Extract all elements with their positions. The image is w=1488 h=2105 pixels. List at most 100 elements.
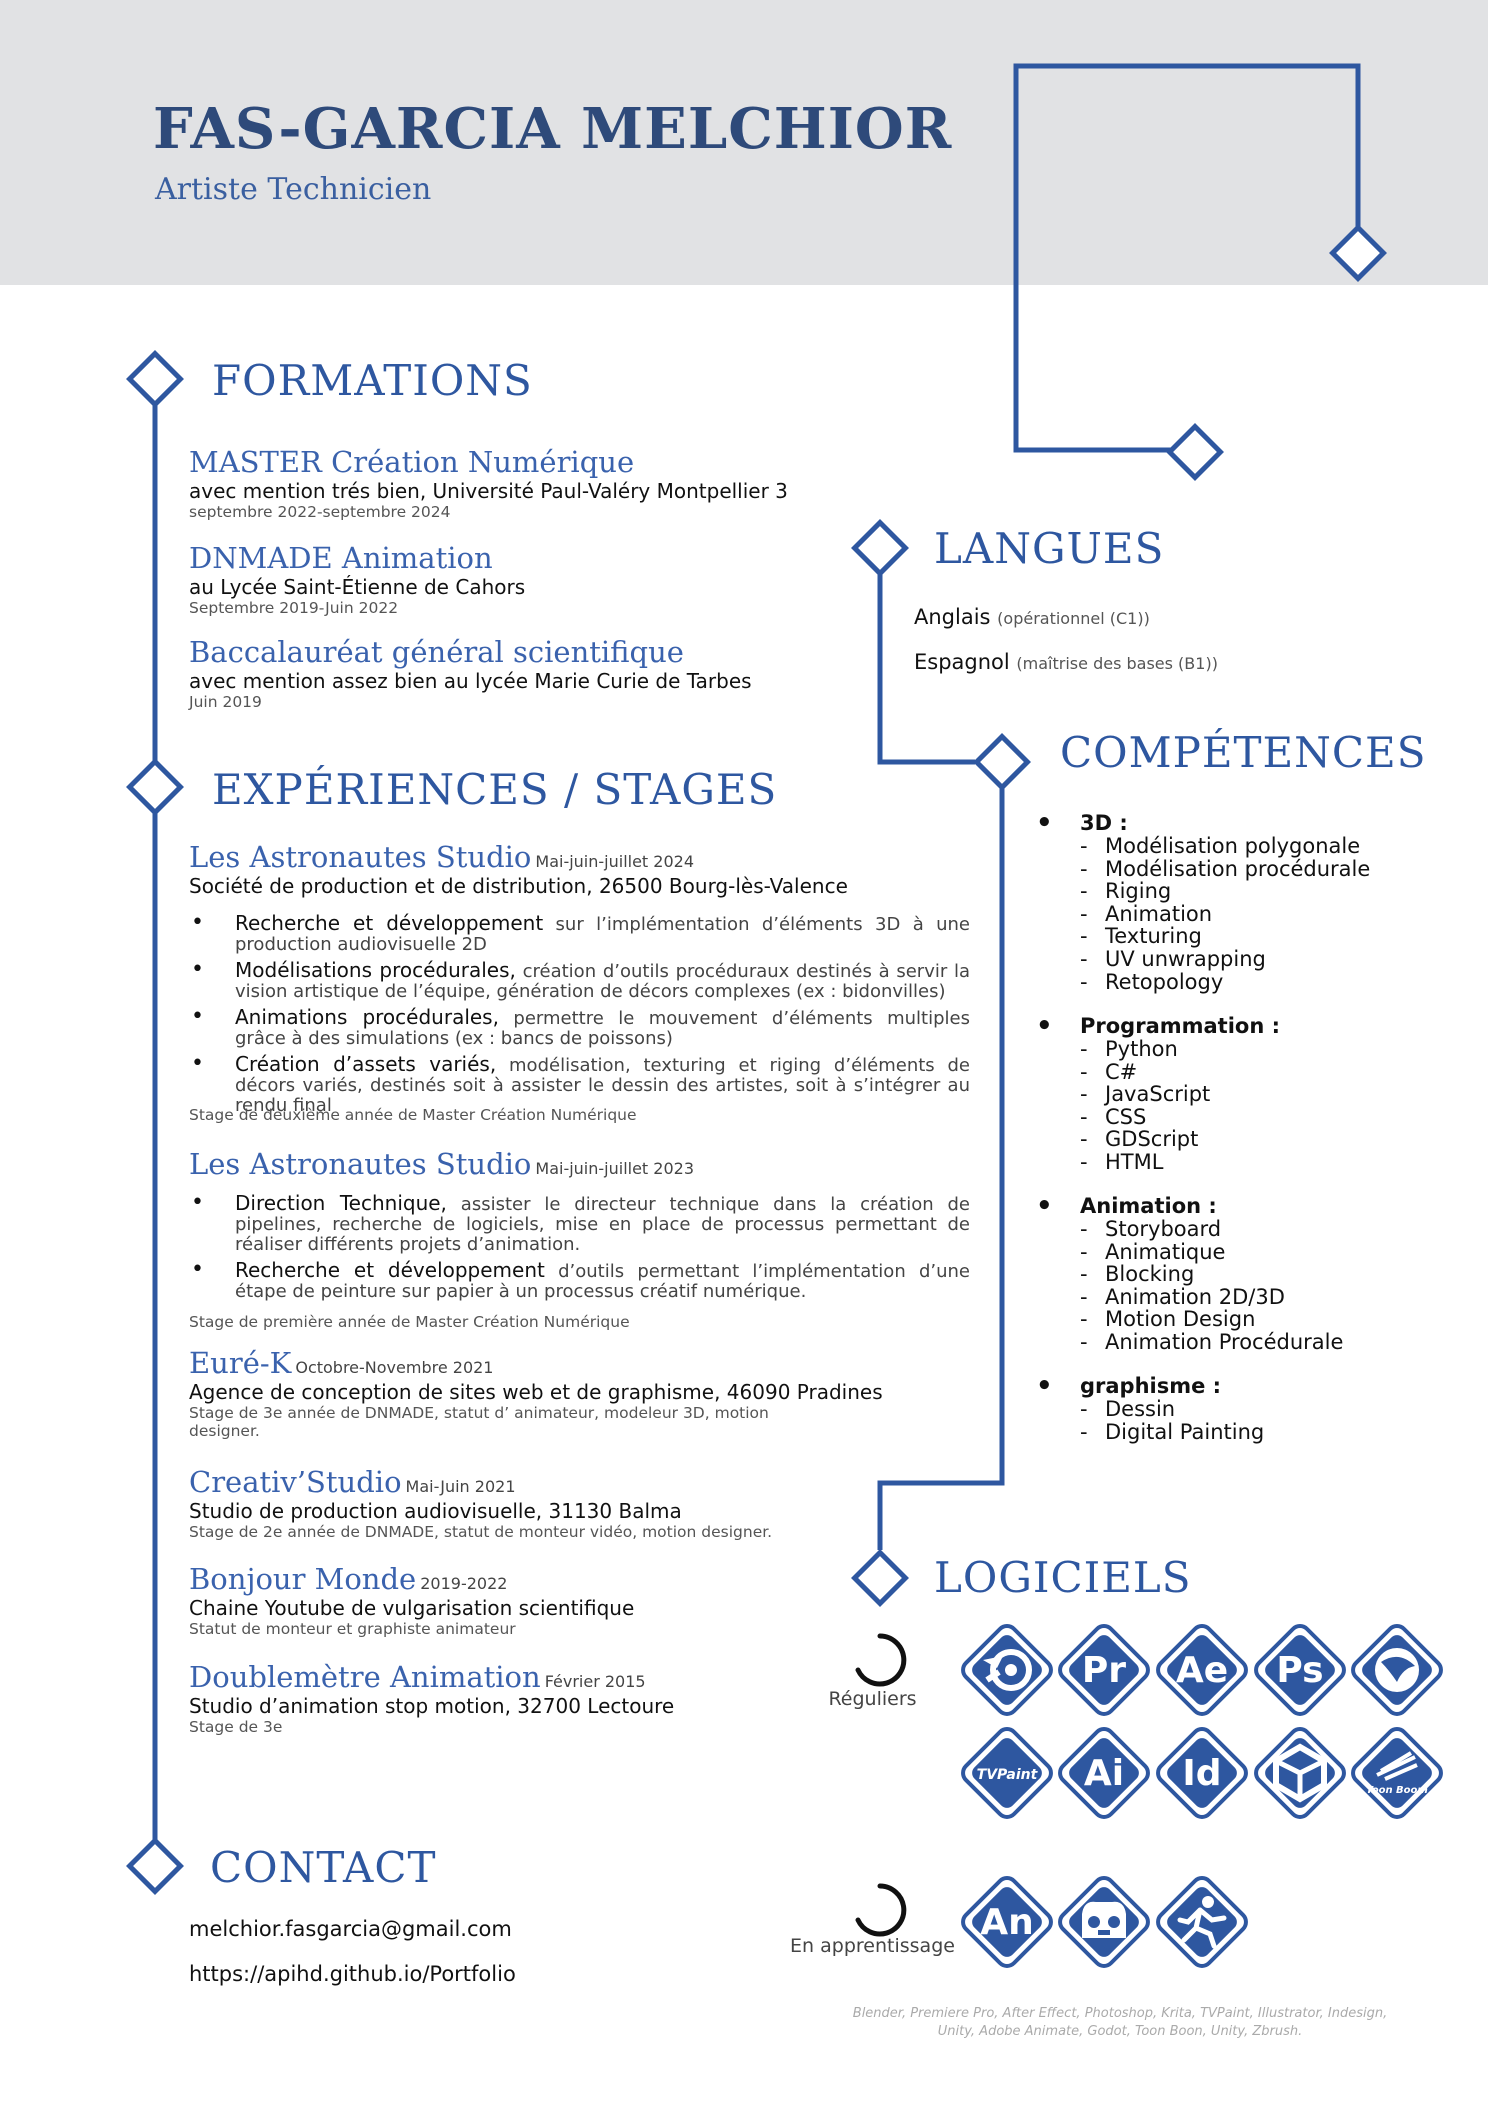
skill-item: Animation <box>1080 903 1370 926</box>
footnote-line: Blender, Premiere Pro, After Effect, Pho… <box>852 2006 1388 2021</box>
experience-note: Stage de 3e <box>189 1718 283 1736</box>
photoshop-label: Ps <box>1276 1650 1323 1691</box>
formation-title: Baccalauréat général scientifique <box>189 635 684 669</box>
experience-bullets: •Recherche et développement sur l’implém… <box>191 910 971 1116</box>
formation-date: Juin 2019 <box>189 693 262 711</box>
loading-circle-icon <box>855 1883 907 1937</box>
tvpaint-label: TVPaint <box>977 1767 1039 1783</box>
skill-item: GDScript <box>1080 1128 1280 1151</box>
contact-email[interactable]: melchior.fasgarcia@gmail.com <box>189 1917 512 1941</box>
bullet-item: •Animations procédurales, permettre le m… <box>191 1004 970 1049</box>
experience-note: designer. <box>189 1422 260 1440</box>
language-level: (maîtrise des bases (B1)) <box>1016 654 1218 673</box>
experience-note: Stage de 3e année de DNMADE, statut d’ a… <box>189 1404 769 1422</box>
adobe-animate-label: An <box>980 1902 1034 1943</box>
logiciels-title: LOGICIELS <box>934 1553 1192 1602</box>
experiences-diamond <box>126 758 184 816</box>
bullet-item: •Recherche et développement sur l’implém… <box>191 910 970 955</box>
skill-group-3d: •3D : Modélisation polygonale Modélisati… <box>1036 808 1370 994</box>
toon-boom-icon: Toon Boom <box>1351 1727 1443 1819</box>
company-name: Euré-K <box>189 1346 292 1380</box>
contact-website[interactable]: https://apihd.github.io/Portfolio <box>189 1962 516 1986</box>
skill-item: Texturing <box>1080 925 1370 948</box>
bullet-item: •Direction Technique, assister le direct… <box>191 1190 970 1255</box>
language-item: Espagnol (maîtrise des bases (B1)) <box>914 650 1218 674</box>
langues-diamond <box>851 519 909 577</box>
apprentissage-label: En apprentissage <box>790 1935 955 1957</box>
skill-item: Retopology <box>1080 970 1370 994</box>
photo-diamond-bottom <box>1166 423 1224 481</box>
reguliers-label: Réguliers <box>828 1688 917 1710</box>
experience-note: Stage de première année de Master Créati… <box>189 1313 630 1331</box>
contact-title: CONTACT <box>210 1843 437 1892</box>
language-name: Espagnol <box>914 650 1010 674</box>
skill-item: CSS <box>1080 1106 1280 1129</box>
experience-date: Octobre-Novembre 2021 <box>295 1358 494 1377</box>
formation-detail: avec mention trés bien, Université Paul-… <box>189 479 788 503</box>
experience-note: Statut de monteur et graphiste animateur <box>189 1620 516 1638</box>
language-item: Anglais (opérationnel (C1)) <box>914 605 1150 629</box>
indesign-icon: Id <box>1156 1727 1248 1819</box>
skill-item: Motion Design <box>1080 1308 1343 1331</box>
person-name: FAS-GARCIA MELCHIOR <box>153 96 953 162</box>
tvpaint-icon: TVPaint <box>961 1727 1053 1819</box>
software-footnote: Blender, Premiere Pro, After Effect, Pho… <box>830 2005 1410 2041</box>
skill-item: JavaScript <box>1080 1083 1280 1106</box>
company-name: Creativ’Studio <box>189 1465 402 1499</box>
indesign-label: Id <box>1182 1753 1221 1794</box>
skill-item: UV unwrapping <box>1080 948 1370 971</box>
premiere-pro-label: Pr <box>1082 1650 1126 1691</box>
skill-group-programmation: •Programmation : Python C# JavaScript CS… <box>1036 1011 1280 1174</box>
skill-item: Riging <box>1080 880 1370 903</box>
skill-group-graphisme: •graphisme : Dessin Digital Painting <box>1036 1371 1264 1443</box>
experience-bullets: •Direction Technique, assister le direct… <box>191 1190 970 1303</box>
formation-detail: avec mention assez bien au lycée Marie C… <box>189 669 752 693</box>
photo-diamond-top <box>1329 224 1387 282</box>
header-band <box>0 0 1488 285</box>
company-name: Les Astronautes Studio <box>189 1147 532 1181</box>
krita-icon <box>1351 1624 1443 1716</box>
illustrator-label: Ai <box>1084 1753 1124 1794</box>
zbrush-icon <box>1156 1876 1248 1968</box>
experience-detail: Studio de production audiovisuelle, 3113… <box>189 1499 682 1523</box>
premiere-pro-icon: Pr <box>1058 1624 1150 1716</box>
toon-boom-label: Toon Boom <box>1366 1785 1428 1796</box>
formation-detail: au Lycée Saint-Étienne de Cahors <box>189 575 526 599</box>
experience-date: 2019-2022 <box>420 1574 508 1593</box>
skill-group-label: •Programmation : <box>1036 1011 1280 1041</box>
skill-item: Storyboard <box>1080 1218 1343 1241</box>
illustrator-icon: Ai <box>1058 1727 1150 1819</box>
experience-detail: Studio d’animation stop motion, 32700 Le… <box>189 1694 675 1718</box>
formations-diamond <box>126 350 184 408</box>
job-title: Artiste Technicien <box>155 172 432 207</box>
skill-group-animation: •Animation : Storyboard Animatique Block… <box>1036 1191 1343 1354</box>
formation-item: DNMADE Animation au Lycée Saint-Étienne … <box>189 541 525 617</box>
bullet-item: •Modélisations procédurales, création d’… <box>191 957 971 1002</box>
unity-icon <box>1254 1727 1346 1819</box>
experience-date: Mai-juin-juillet 2024 <box>535 852 695 871</box>
skill-group-label: •Animation : <box>1036 1191 1217 1221</box>
skill-item: C# <box>1080 1060 1280 1084</box>
formation-item: Baccalauréat général scientifique avec m… <box>189 635 752 711</box>
skill-item: Python <box>1080 1038 1280 1061</box>
experience-note: Stage de 2e année de DNMADE, statut de m… <box>189 1523 773 1541</box>
formation-date: Septembre 2019-Juin 2022 <box>189 599 399 617</box>
experience-detail: Société de production et de distribution… <box>189 874 848 898</box>
after-effects-label: Ae <box>1176 1650 1228 1691</box>
competences-title: COMPÉTENCES <box>1060 728 1427 777</box>
company-name: Les Astronautes Studio <box>189 840 532 874</box>
experience-note: Stage de deuxième année de Master Créati… <box>189 1106 637 1124</box>
adobe-animate-icon: An <box>961 1876 1053 1968</box>
language-name: Anglais <box>914 605 991 629</box>
